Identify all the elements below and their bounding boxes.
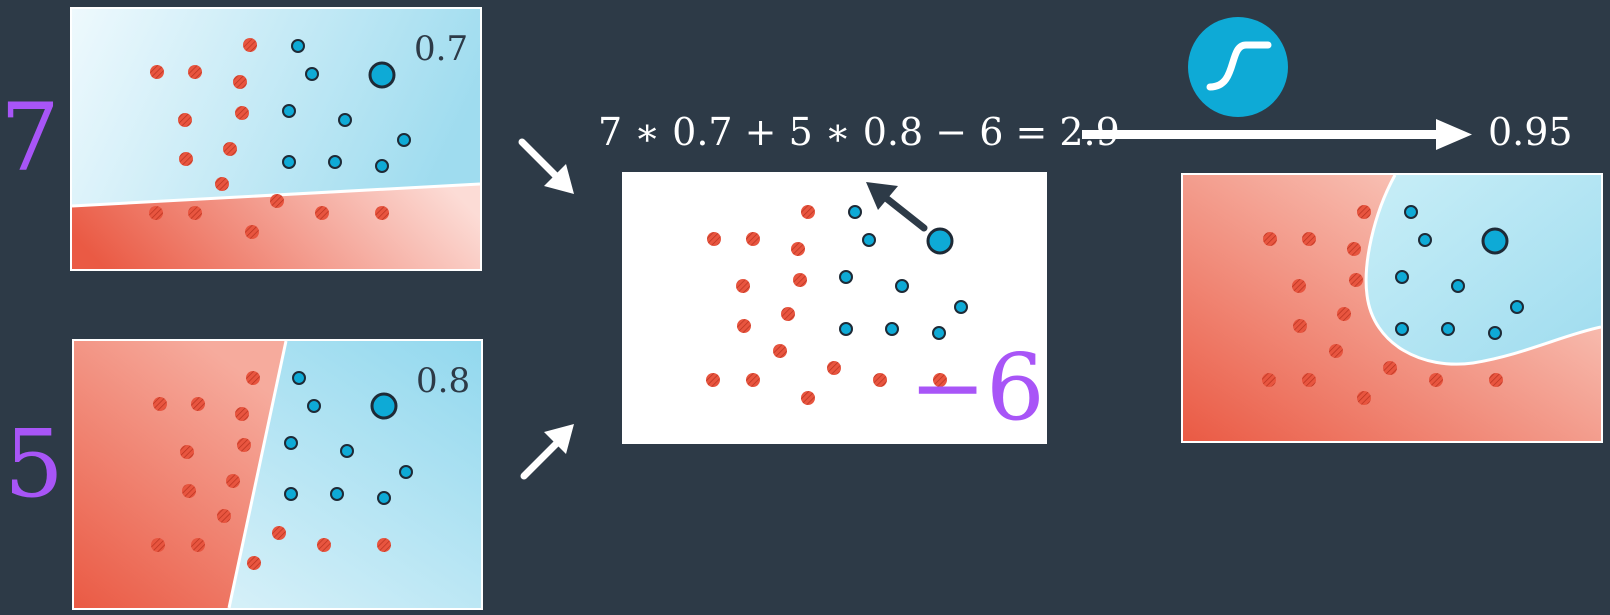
model-panel-bottom-plot [74,341,481,608]
combination-panel: −6 [622,172,1047,444]
model-panel-top: 0.7 [70,7,482,271]
arrow-up-left-icon [866,182,928,232]
query-point [926,227,954,255]
result-panel [1181,173,1603,443]
negative-region [72,184,480,269]
probability-top: 0.7 [414,29,469,69]
model-panel-top-plot [72,9,480,269]
query-point [368,61,396,89]
sigmoid-icon [1188,17,1288,117]
red-points [1262,205,1503,405]
query-point [370,392,398,420]
probability-bottom: 0.8 [416,361,471,401]
red-points [151,371,391,570]
result-panel-plot [1183,175,1601,441]
model-panel-bottom: 0.8 [72,339,483,610]
red-points [706,205,947,405]
arrow-up-right-icon [520,424,574,480]
weighted-sum-equation: 7 ∗ 0.7 + 5 ∗ 0.8 − 6 = 2.9 [598,110,1120,154]
query-point [1481,227,1509,255]
blue-points [282,39,411,173]
red-points [149,38,389,239]
negative-region [74,341,286,608]
blue-points [839,205,968,340]
decision-boundary [227,341,288,608]
bias-term: −6 [909,334,1045,441]
blue-points [284,371,413,505]
arrow-down-right-icon [518,138,574,194]
decision-boundary [1364,175,1601,366]
combination-panel-plot [706,182,968,405]
output-probability: 0.95 [1488,110,1573,154]
weight-top: 7 [0,84,60,193]
weight-bottom: 5 [4,410,64,519]
blue-points [1395,205,1524,340]
positive-region [1366,175,1601,365]
arrow-right-icon [1082,119,1472,150]
